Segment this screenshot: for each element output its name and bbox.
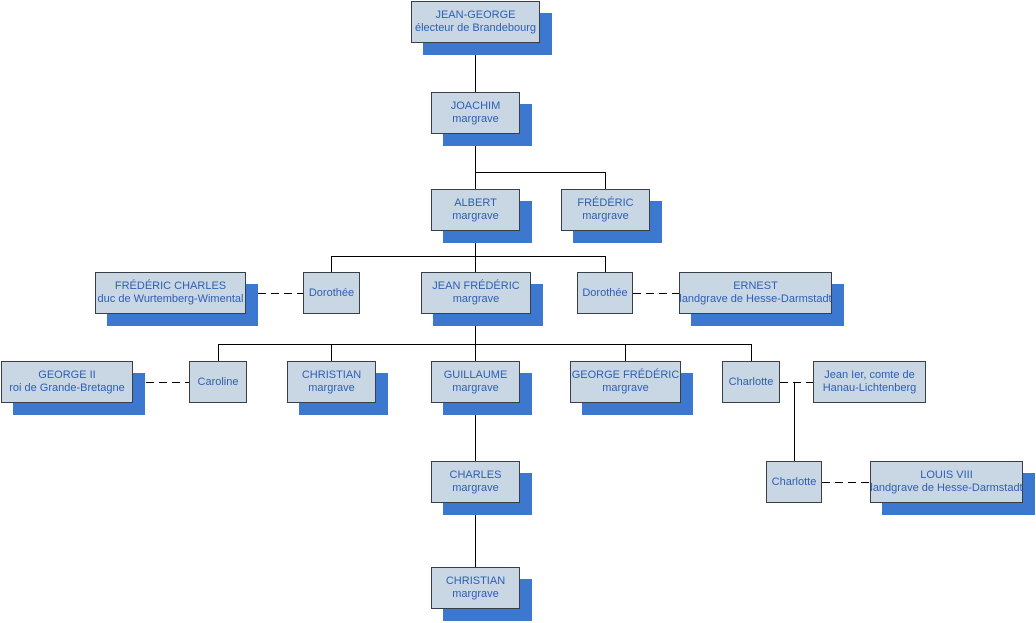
node-title: margrave [452,482,499,494]
node-name: LOUIS VIII [920,469,973,481]
node-name: CHRISTIAN [301,369,362,381]
node-louis-viii: LOUIS VIII landgrave de Hesse-Darmstadt [870,461,1023,503]
node-title: roi de Grande-Bretagne [9,382,125,394]
node-albert: ALBERT margrave [431,189,520,231]
node-frederic-charles: FRÉDÉRIC CHARLES duc de Wurtemberg-Wimen… [95,272,246,314]
node-title: margrave [452,210,499,222]
node-charlotte-2: Charlotte [766,461,822,503]
node-jean-george: JEAN-GEORGE électeur de Brandebourg [411,1,540,43]
node-title: landgrave de Hesse-Darmstadt [870,482,1023,494]
node-title: margrave [582,210,629,222]
node-name: Charlotte [771,475,817,488]
node-christian-1: CHRISTIAN margrave [287,361,376,403]
node-title: landgrave de Hesse-Darmstadt [679,293,832,305]
node-name: JOACHIM [450,100,501,112]
node-charles: CHARLES margrave [431,461,520,503]
node-name: Dorothée [582,286,628,299]
node-title: margrave [452,588,499,600]
edge-jeanfrederic-children [218,344,752,361]
node-charlotte-1: Charlotte [722,361,780,403]
node-frederic: FRÉDÉRIC margrave [561,189,650,231]
node-caroline: Caroline [189,361,247,403]
edge-albert-children [331,256,606,272]
node-title: margrave [452,382,499,394]
node-name: FRÉDÉRIC [577,197,634,209]
node-name: GUILLAUME [443,369,508,381]
node-name: JEAN-GEORGE [435,9,516,21]
node-title: margrave [308,382,355,394]
node-dorothee-1: Dorothée [303,272,360,314]
node-title: margrave [452,113,499,125]
node-name: GEORGE II [38,369,96,381]
node-title: margrave [602,382,649,394]
node-name: CHARLES [449,469,502,481]
node-name: CHRISTIAN [445,575,506,587]
node-christian-2: CHRISTIAN margrave [431,567,520,609]
node-george-frederic: GEORGE FRÉDÉRIC margrave [570,361,681,403]
node-title: Hanau-Lichtenberg [822,382,917,394]
node-name: FRÉDÉRIC CHARLES [114,280,227,292]
edge-joachim-frederic [475,172,606,189]
node-name: ALBERT [454,197,497,209]
node-title: duc de Wurtemberg-Wimental [97,293,244,305]
node-name: ERNEST [733,280,778,292]
node-name: Jean Ier, comte de [824,369,915,381]
node-name: GEORGE FRÉDÉRIC [571,369,680,381]
node-ernest: ERNEST landgrave de Hesse-Darmstadt [679,272,832,314]
node-title: margrave [452,293,500,305]
node-name: Dorothée [308,286,355,299]
node-dorothee-2: Dorothée [577,272,633,314]
node-jean-frederic: JEAN FRÉDÉRIC margrave [421,272,531,314]
node-name: Caroline [197,375,239,388]
node-title: électeur de Brandebourg [414,22,537,34]
node-jean-ier: Jean Ier, comte de Hanau-Lichtenberg [813,361,926,403]
node-joachim: JOACHIM margrave [431,92,520,134]
node-guillaume: GUILLAUME margrave [431,361,520,403]
node-george-ii: GEORGE II roi de Grande-Bretagne [1,361,133,403]
node-name: JEAN FRÉDÉRIC [432,280,520,292]
node-name: Charlotte [728,375,774,388]
